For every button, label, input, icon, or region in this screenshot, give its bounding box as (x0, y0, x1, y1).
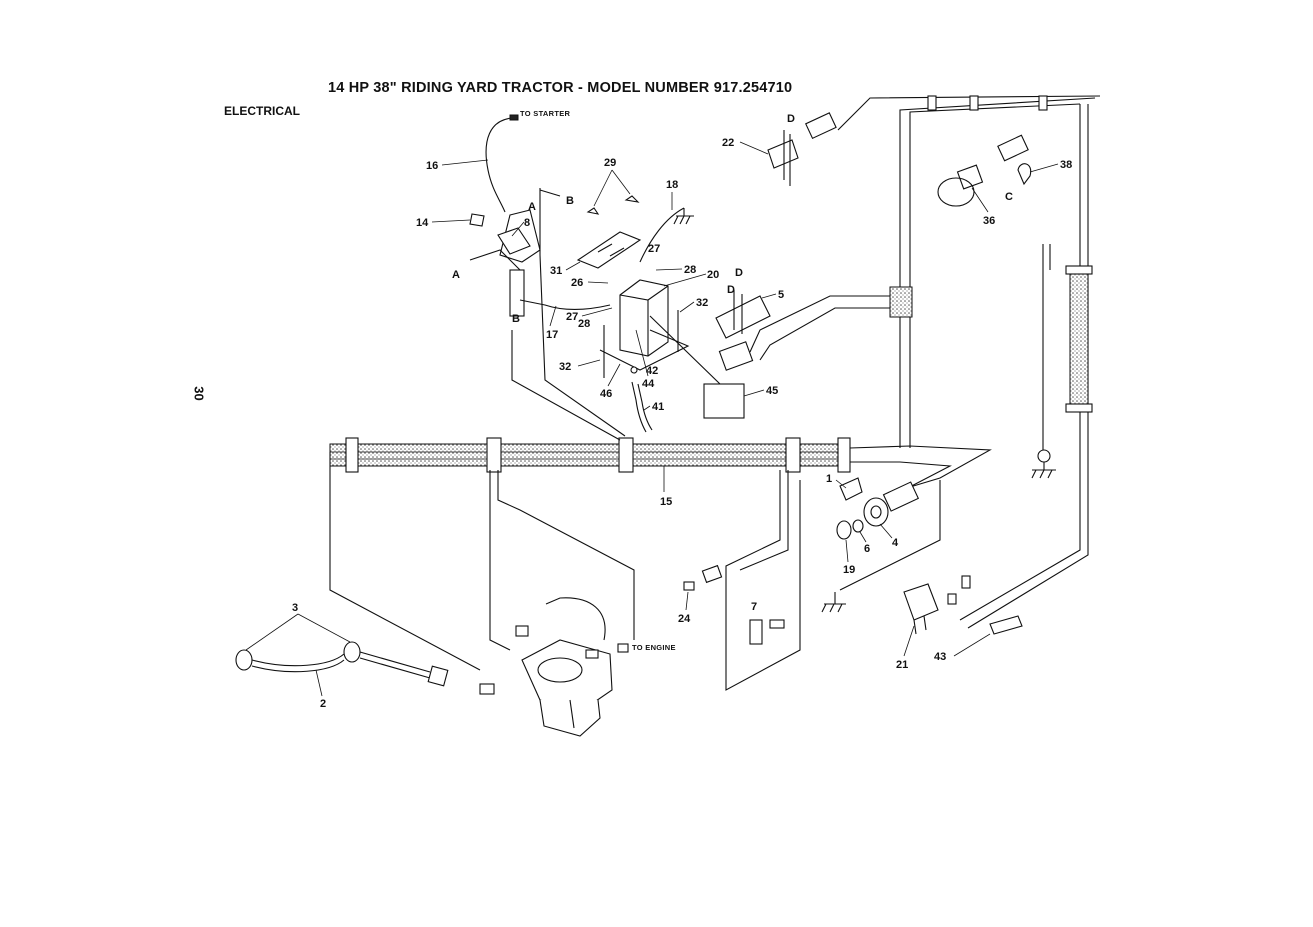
callout-24: 24 (678, 613, 691, 625)
seat-switch (904, 576, 1022, 634)
marker-d: D (727, 284, 735, 296)
marker-b: B (566, 195, 574, 207)
callout-7: 7 (751, 601, 757, 613)
marker-d: D (787, 113, 795, 125)
ignition-components (837, 478, 918, 539)
to-engine-note: TO ENGINE (632, 643, 676, 652)
callout-44: 44 (642, 378, 655, 390)
callout-32: 32 (559, 361, 571, 373)
headlight-assembly (236, 642, 494, 694)
callout-28: 28 (684, 264, 696, 276)
callout-22: 22 (722, 137, 734, 149)
callout-38: 38 (1060, 159, 1072, 171)
callout-2: 2 (320, 698, 326, 710)
harness-clamp (346, 438, 358, 472)
marker-a: A (528, 201, 536, 213)
callout-5: 5 (778, 289, 784, 301)
upper-wire-harness (750, 96, 1100, 628)
main-wire-harness (330, 438, 990, 670)
connector-36 (938, 135, 1031, 206)
callout-43: 43 (934, 651, 946, 663)
to-starter-note: TO STARTER (520, 109, 571, 118)
callout-28: 28 (578, 318, 590, 330)
switch-22 (768, 113, 836, 186)
callout-17: 17 (546, 329, 558, 341)
callout-29: 29 (604, 157, 616, 169)
switch-5 (716, 290, 770, 370)
harness-clamp (619, 438, 633, 472)
starter-cable (486, 115, 518, 212)
callout-32: 32 (696, 297, 708, 309)
callouts: 1 2 3 4 5 6 7 8 14 15 16 17 18 (246, 137, 1072, 710)
marker-d: D (735, 267, 743, 279)
callout-3: 3 (292, 602, 298, 614)
callout-46: 46 (600, 388, 612, 400)
marker-c: C (1005, 191, 1013, 203)
callout-8: 8 (524, 217, 530, 229)
callout-36: 36 (983, 215, 995, 227)
callout-27: 27 (566, 311, 578, 323)
callout-21: 21 (896, 659, 908, 671)
marker-a: A (452, 269, 460, 281)
marker-b: B (512, 313, 520, 325)
harness-clamp (487, 438, 501, 472)
callout-19: 19 (843, 564, 855, 576)
callout-20: 20 (707, 269, 719, 281)
callout-45: 45 (766, 385, 778, 397)
harness-clamp (838, 438, 850, 472)
callout-1: 1 (826, 473, 832, 485)
callout-4: 4 (892, 537, 899, 549)
harness-clamp (786, 438, 800, 472)
engine-coil (522, 598, 628, 736)
callout-18: 18 (666, 179, 678, 191)
callout-16: 16 (426, 160, 438, 172)
callout-26: 26 (571, 277, 583, 289)
battery-hold-down (578, 196, 640, 268)
callout-41: 41 (652, 401, 664, 413)
callout-14: 14 (416, 217, 429, 229)
callout-15: 15 (660, 496, 672, 508)
callout-31: 31 (550, 265, 562, 277)
callout-6: 6 (864, 543, 870, 555)
callout-27: 27 (648, 243, 660, 255)
solenoid-assembly (470, 188, 625, 440)
